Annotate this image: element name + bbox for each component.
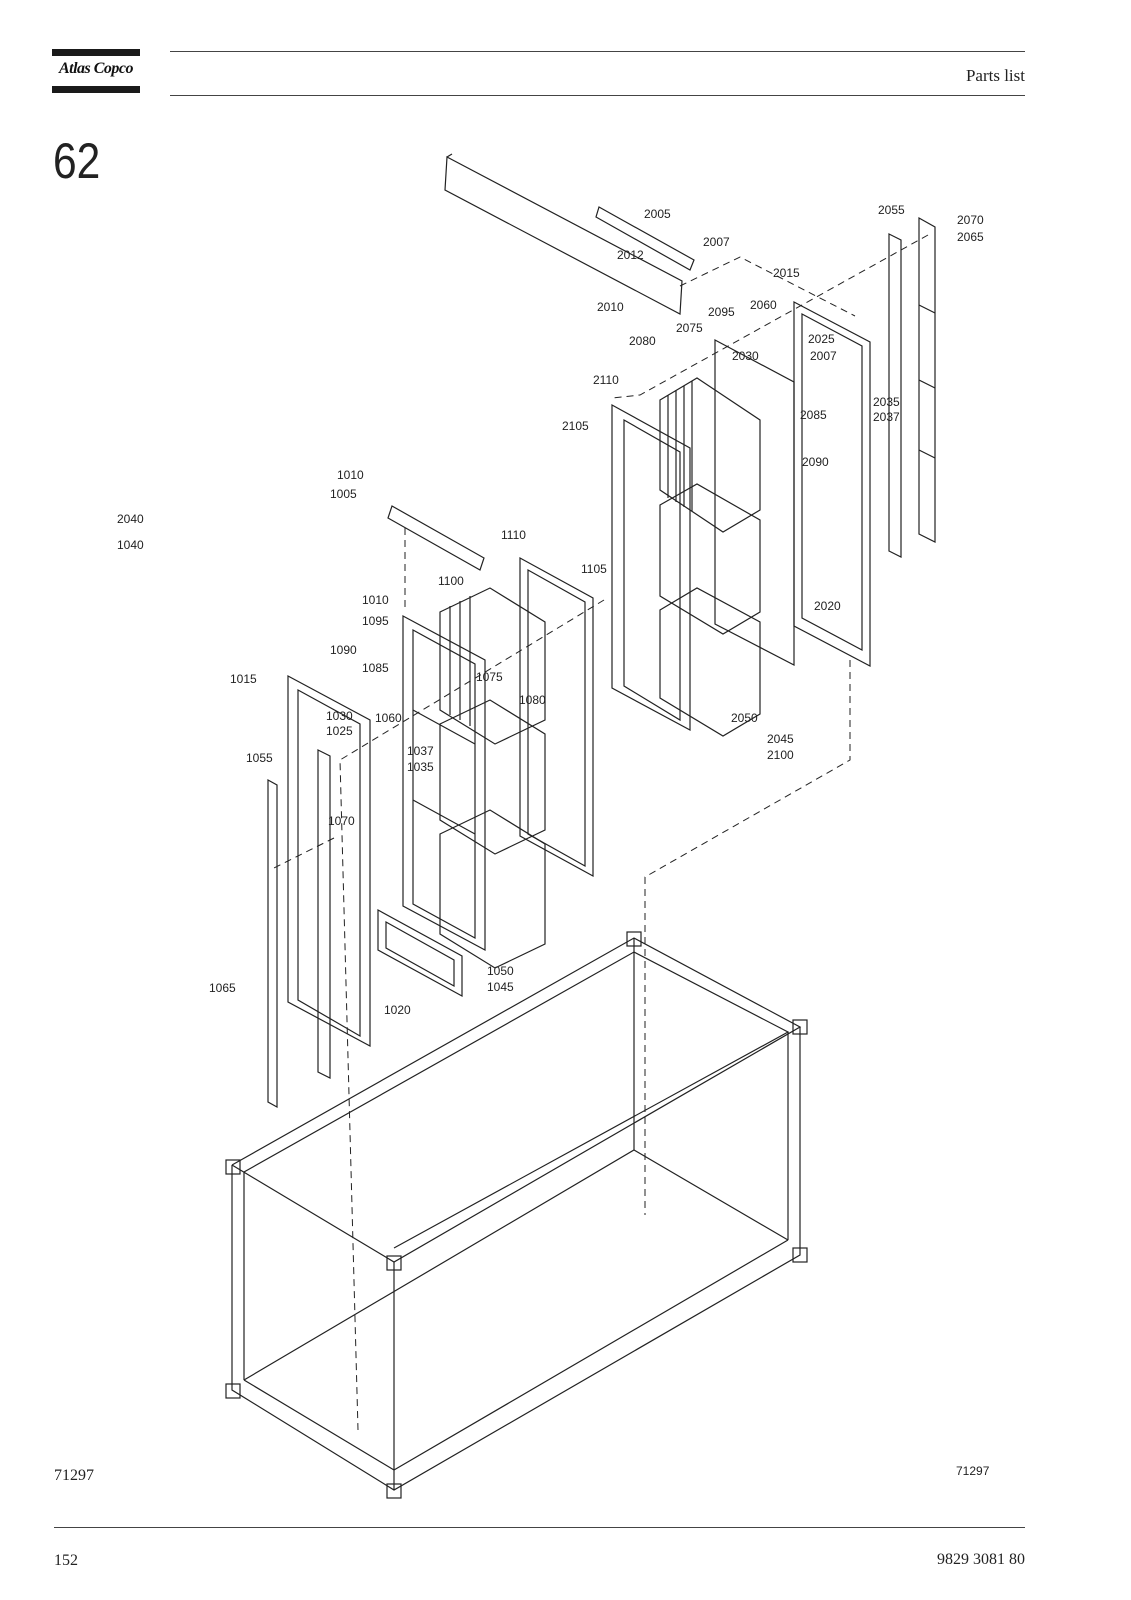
callout-label-1060: 1060 xyxy=(375,711,402,725)
angle-1065 xyxy=(267,778,278,1109)
callout-label-2007: 2007 xyxy=(810,349,837,363)
page-number: 152 xyxy=(54,1552,78,1569)
callout-label-1100: 1100 xyxy=(438,574,464,588)
callout-label-1020: 1020 xyxy=(384,1003,411,1017)
callout-label-1015: 1015 xyxy=(230,672,257,686)
inner-frame xyxy=(714,339,795,666)
callout-label-1075: 1075 xyxy=(476,670,503,684)
callout-label-2065: 2065 xyxy=(957,230,984,244)
top-beam xyxy=(444,156,683,315)
section-number: 62 xyxy=(53,133,101,189)
callout-label-2050: 2050 xyxy=(731,711,758,725)
callout-label-2012: 2012 xyxy=(617,248,644,262)
callout-label-1070: 1070 xyxy=(328,814,355,828)
callout-label-1050: 1050 xyxy=(487,964,514,978)
top-beam-edge xyxy=(446,153,453,158)
callout-label-1037: 1037 xyxy=(407,744,434,758)
callout-label-2007: 2007 xyxy=(703,235,730,249)
page-header-title: Parts list xyxy=(965,66,1025,85)
bottom-bracket xyxy=(377,908,463,998)
right-angle xyxy=(918,216,936,543)
callout-label-1005: 1005 xyxy=(330,487,357,501)
callout-label-2045: 2045 xyxy=(767,732,794,746)
callout-label-2090: 2090 xyxy=(802,455,829,469)
atlas-copco-logo: Atlas Copco xyxy=(52,49,140,93)
callout-label-2105: 2105 xyxy=(562,419,589,433)
small-beam xyxy=(595,206,695,271)
callout-labels: 2005 2007 2012 2010 2015 2055 2070 2065 2060 2095… xyxy=(117,203,984,1017)
callout-label-2055: 2055 xyxy=(878,203,905,217)
callout-label-1110: 1110 xyxy=(501,528,526,542)
callout-label-1090: 1090 xyxy=(330,643,357,657)
drawing-ref-right: 71297 xyxy=(956,1464,990,1478)
callout-label-2080: 2080 xyxy=(629,334,656,348)
panel-1110 xyxy=(519,556,594,878)
post-1055 xyxy=(317,749,331,1079)
callout-label-2005: 2005 xyxy=(644,207,671,221)
base-frame xyxy=(225,931,808,1499)
frame-1095 xyxy=(402,614,486,952)
header-rule-bottom xyxy=(170,95,1025,96)
dashed-leaders xyxy=(269,234,929,1431)
callout-label-1105: 1105 xyxy=(581,562,607,576)
callout-label-1055: 1055 xyxy=(246,751,273,765)
callout-label-1085: 1085 xyxy=(362,661,389,675)
callout-label-2025: 2025 xyxy=(808,332,835,346)
callout-label-2015: 2015 xyxy=(773,266,800,280)
side-panel-1015 xyxy=(287,674,371,1048)
callout-label-1045: 1045 xyxy=(487,980,514,994)
callout-label-2070: 2070 xyxy=(957,213,984,227)
callout-label-2085: 2085 xyxy=(800,408,827,422)
callout-label-2020: 2020 xyxy=(814,599,841,613)
callout-label-1010: 1010 xyxy=(337,468,364,482)
callout-label-2035: 2035 xyxy=(873,395,900,409)
front-frame xyxy=(611,403,691,732)
callout-label-2095: 2095 xyxy=(708,305,735,319)
callout-label-2037: 2037 xyxy=(873,410,900,424)
callout-label-2030: 2030 xyxy=(732,349,759,363)
callout-label-1025: 1025 xyxy=(326,724,353,738)
logo-wordmark: Atlas Copco xyxy=(58,60,134,77)
callout-label-1040: 1040 xyxy=(117,538,144,552)
callout-label-2040: 2040 xyxy=(117,512,144,526)
callout-label-2075: 2075 xyxy=(676,321,703,335)
callout-label-1010: 1010 xyxy=(362,593,389,607)
callout-label-1030: 1030 xyxy=(326,709,353,723)
right-post xyxy=(888,233,902,558)
footer-rule xyxy=(54,1527,1025,1528)
upper-fins xyxy=(659,377,761,737)
callout-label-2060: 2060 xyxy=(750,298,777,312)
drawing-parts xyxy=(225,153,936,1499)
callout-label-2110: 2110 xyxy=(593,373,619,387)
callout-label-1095: 1095 xyxy=(362,614,389,628)
logo-bar-top xyxy=(52,49,140,56)
callout-label-1080: 1080 xyxy=(519,693,546,707)
callout-label-1035: 1035 xyxy=(407,760,434,774)
document-number: 9829 3081 80 xyxy=(937,1551,1025,1568)
callout-label-2010: 2010 xyxy=(597,300,624,314)
logo-bar-bottom xyxy=(52,86,140,93)
header-rule-top xyxy=(170,51,1025,52)
core-block-1100 xyxy=(439,587,546,969)
bracket-1005 xyxy=(387,505,485,571)
drawing-ref-left: 71297 xyxy=(54,1467,94,1484)
callout-label-2100: 2100 xyxy=(767,748,794,762)
callout-label-1065: 1065 xyxy=(209,981,236,995)
